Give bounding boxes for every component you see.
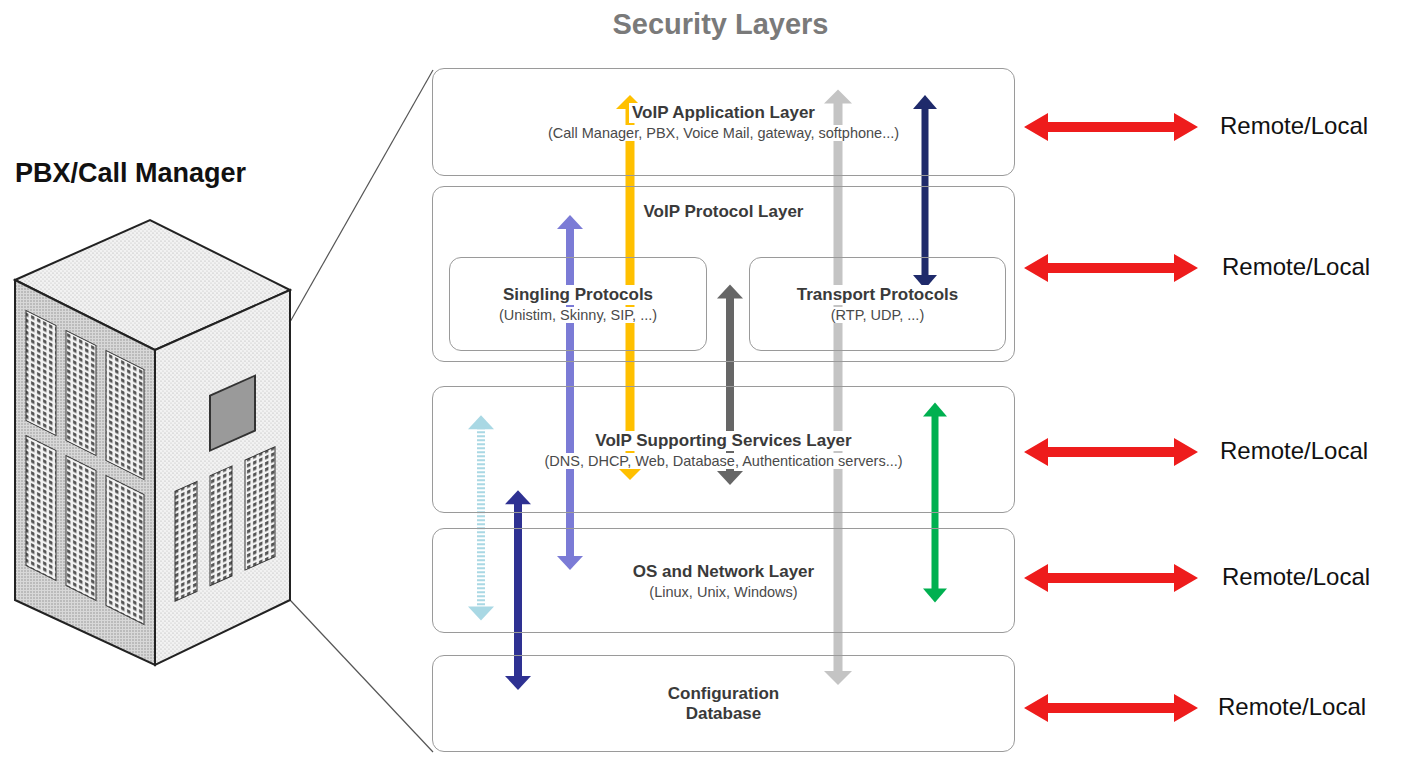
server-front — [15, 280, 155, 665]
server-vent — [175, 481, 197, 601]
box-heading: Transport Protocols — [794, 285, 962, 305]
layer-arrow — [557, 215, 583, 570]
access-label: Remote/Local — [1220, 112, 1368, 140]
layer-arrow — [824, 90, 852, 685]
server-vent — [106, 351, 144, 480]
box-heading: VoIP Supporting Services Layer — [592, 431, 854, 451]
access-label: Remote/Local — [1222, 563, 1370, 591]
box-heading: OS and Network Layer — [630, 562, 817, 582]
server-side — [155, 290, 290, 665]
red-arrows — [1024, 113, 1198, 722]
remote-arrow — [1024, 113, 1198, 141]
device-label: PBX/Call Manager — [15, 158, 246, 189]
layer-arrow — [505, 490, 531, 690]
server-vent — [26, 436, 56, 581]
box-detail: (RTP, UDP, ...) — [828, 307, 927, 323]
box-heading: Singling Protocols — [500, 285, 656, 305]
server-vent — [26, 311, 56, 436]
layer-arrow — [468, 415, 494, 620]
signaling-box: Singling Protocols (Unistim, Skinny, SIP,… — [449, 257, 707, 351]
server-window — [210, 376, 255, 451]
box-detail: (Unistim, Skinny, SIP, ...) — [496, 307, 660, 323]
box-heading: VoIP Protocol Layer — [641, 202, 807, 222]
application-layer: VoIP Application Layer (Call Manager, PBX… — [432, 68, 1015, 176]
remote-arrow — [1024, 254, 1198, 282]
diagram-title: Security Layers — [0, 8, 1427, 41]
access-label: Remote/Local — [1218, 693, 1366, 721]
layer-arrow — [913, 95, 937, 289]
remote-arrow — [1024, 564, 1198, 592]
leader-line — [290, 600, 433, 752]
access-label: Remote/Local — [1222, 253, 1370, 281]
box-detail: (Call Manager, PBX, Voice Mail, gateway,… — [545, 125, 902, 141]
access-label: Remote/Local — [1220, 437, 1368, 465]
box-heading: VoIP Application Layer — [629, 103, 818, 123]
transport-box: Transport Protocols (RTP, UDP, ...) — [749, 257, 1006, 351]
protocol-layer: VoIP Protocol LayerSingling Protocols (Un… — [432, 186, 1015, 362]
remote-arrow — [1024, 438, 1198, 466]
server-vent — [66, 456, 96, 601]
server-vent — [106, 476, 144, 625]
services-layer: VoIP Supporting Services Layer (DNS, DHCP… — [432, 386, 1015, 513]
leader-line — [290, 70, 433, 322]
server-vent — [210, 466, 232, 586]
server-vent — [66, 331, 96, 456]
remote-arrow — [1024, 694, 1198, 722]
box-heading: Configuration Database — [646, 684, 802, 724]
layer-arrow — [923, 403, 947, 603]
box-detail: (Linux, Unix, Windows) — [646, 584, 800, 600]
server-vent — [245, 447, 275, 570]
os-layer: OS and Network Layer (Linux, Unix, Window… — [432, 528, 1015, 633]
box-detail: (DNS, DHCP, Web, Database, Authenticatio… — [541, 453, 905, 469]
config-database: Configuration Database — [432, 655, 1015, 752]
